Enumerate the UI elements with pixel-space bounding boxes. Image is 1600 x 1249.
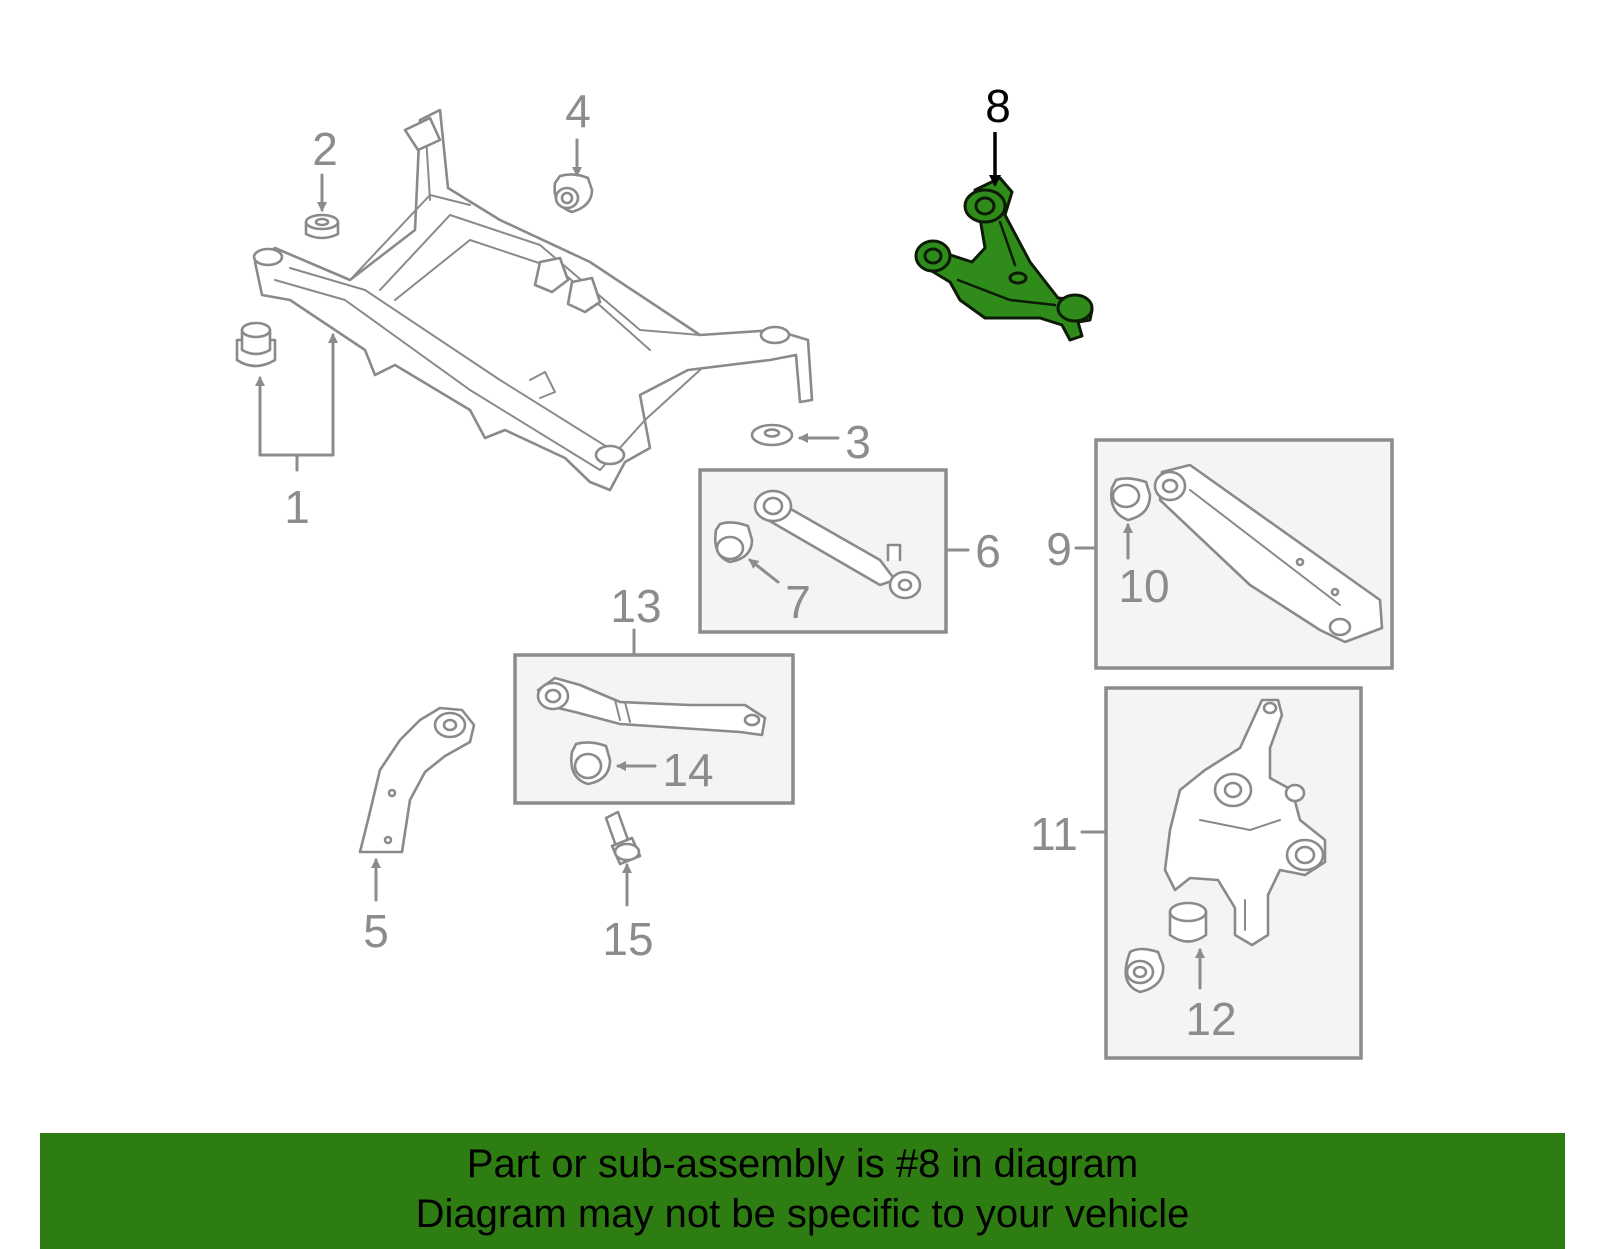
bushing-part-12[interactable] bbox=[1124, 901, 1208, 994]
nut-part-2[interactable] bbox=[304, 213, 340, 240]
bushing-part-4[interactable] bbox=[553, 173, 594, 214]
crossmember-bushing-part[interactable] bbox=[235, 321, 277, 368]
trailing-link-part-9[interactable] bbox=[1153, 463, 1384, 644]
knuckle-part-11[interactable] bbox=[1163, 698, 1327, 947]
washer-part-3[interactable] bbox=[750, 423, 794, 447]
callout-9: 9 bbox=[1046, 523, 1072, 575]
banner-line-1: Part or sub-assembly is #8 in diagram bbox=[466, 1142, 1139, 1186]
callout-13: 13 bbox=[610, 580, 661, 632]
bushing-part-7[interactable] bbox=[714, 521, 754, 564]
callout-4: 4 bbox=[565, 85, 591, 137]
callout-14: 14 bbox=[662, 744, 713, 796]
callout-8: 8 bbox=[985, 80, 1011, 132]
callout-12: 12 bbox=[1185, 993, 1236, 1045]
callout-11: 11 bbox=[1030, 808, 1078, 860]
leader-lines bbox=[255, 132, 1205, 990]
callout-1: 1 bbox=[284, 481, 310, 533]
callout-10: 10 bbox=[1118, 560, 1169, 612]
link-part-13[interactable] bbox=[536, 676, 767, 737]
upper-control-arm-part-8[interactable] bbox=[914, 176, 1094, 342]
crossmember-part[interactable] bbox=[252, 108, 814, 492]
lateral-link-part-6[interactable] bbox=[753, 489, 922, 600]
callout-5: 5 bbox=[363, 905, 389, 957]
callout-15: 15 bbox=[602, 913, 653, 965]
info-banner: Part or sub-assembly is #8 in diagram Di… bbox=[40, 1133, 1565, 1249]
callout-3: 3 bbox=[845, 416, 871, 468]
bushing-part-10[interactable] bbox=[1110, 477, 1152, 522]
bolt-part-15[interactable] bbox=[604, 810, 642, 866]
bushing-part-14[interactable] bbox=[570, 741, 612, 786]
bracket-part-5[interactable] bbox=[358, 706, 476, 854]
banner-line-2: Diagram may not be specific to your vehi… bbox=[415, 1192, 1190, 1236]
callout-2: 2 bbox=[312, 123, 338, 175]
callout-7: 7 bbox=[785, 576, 811, 628]
callout-6: 6 bbox=[975, 525, 1001, 577]
